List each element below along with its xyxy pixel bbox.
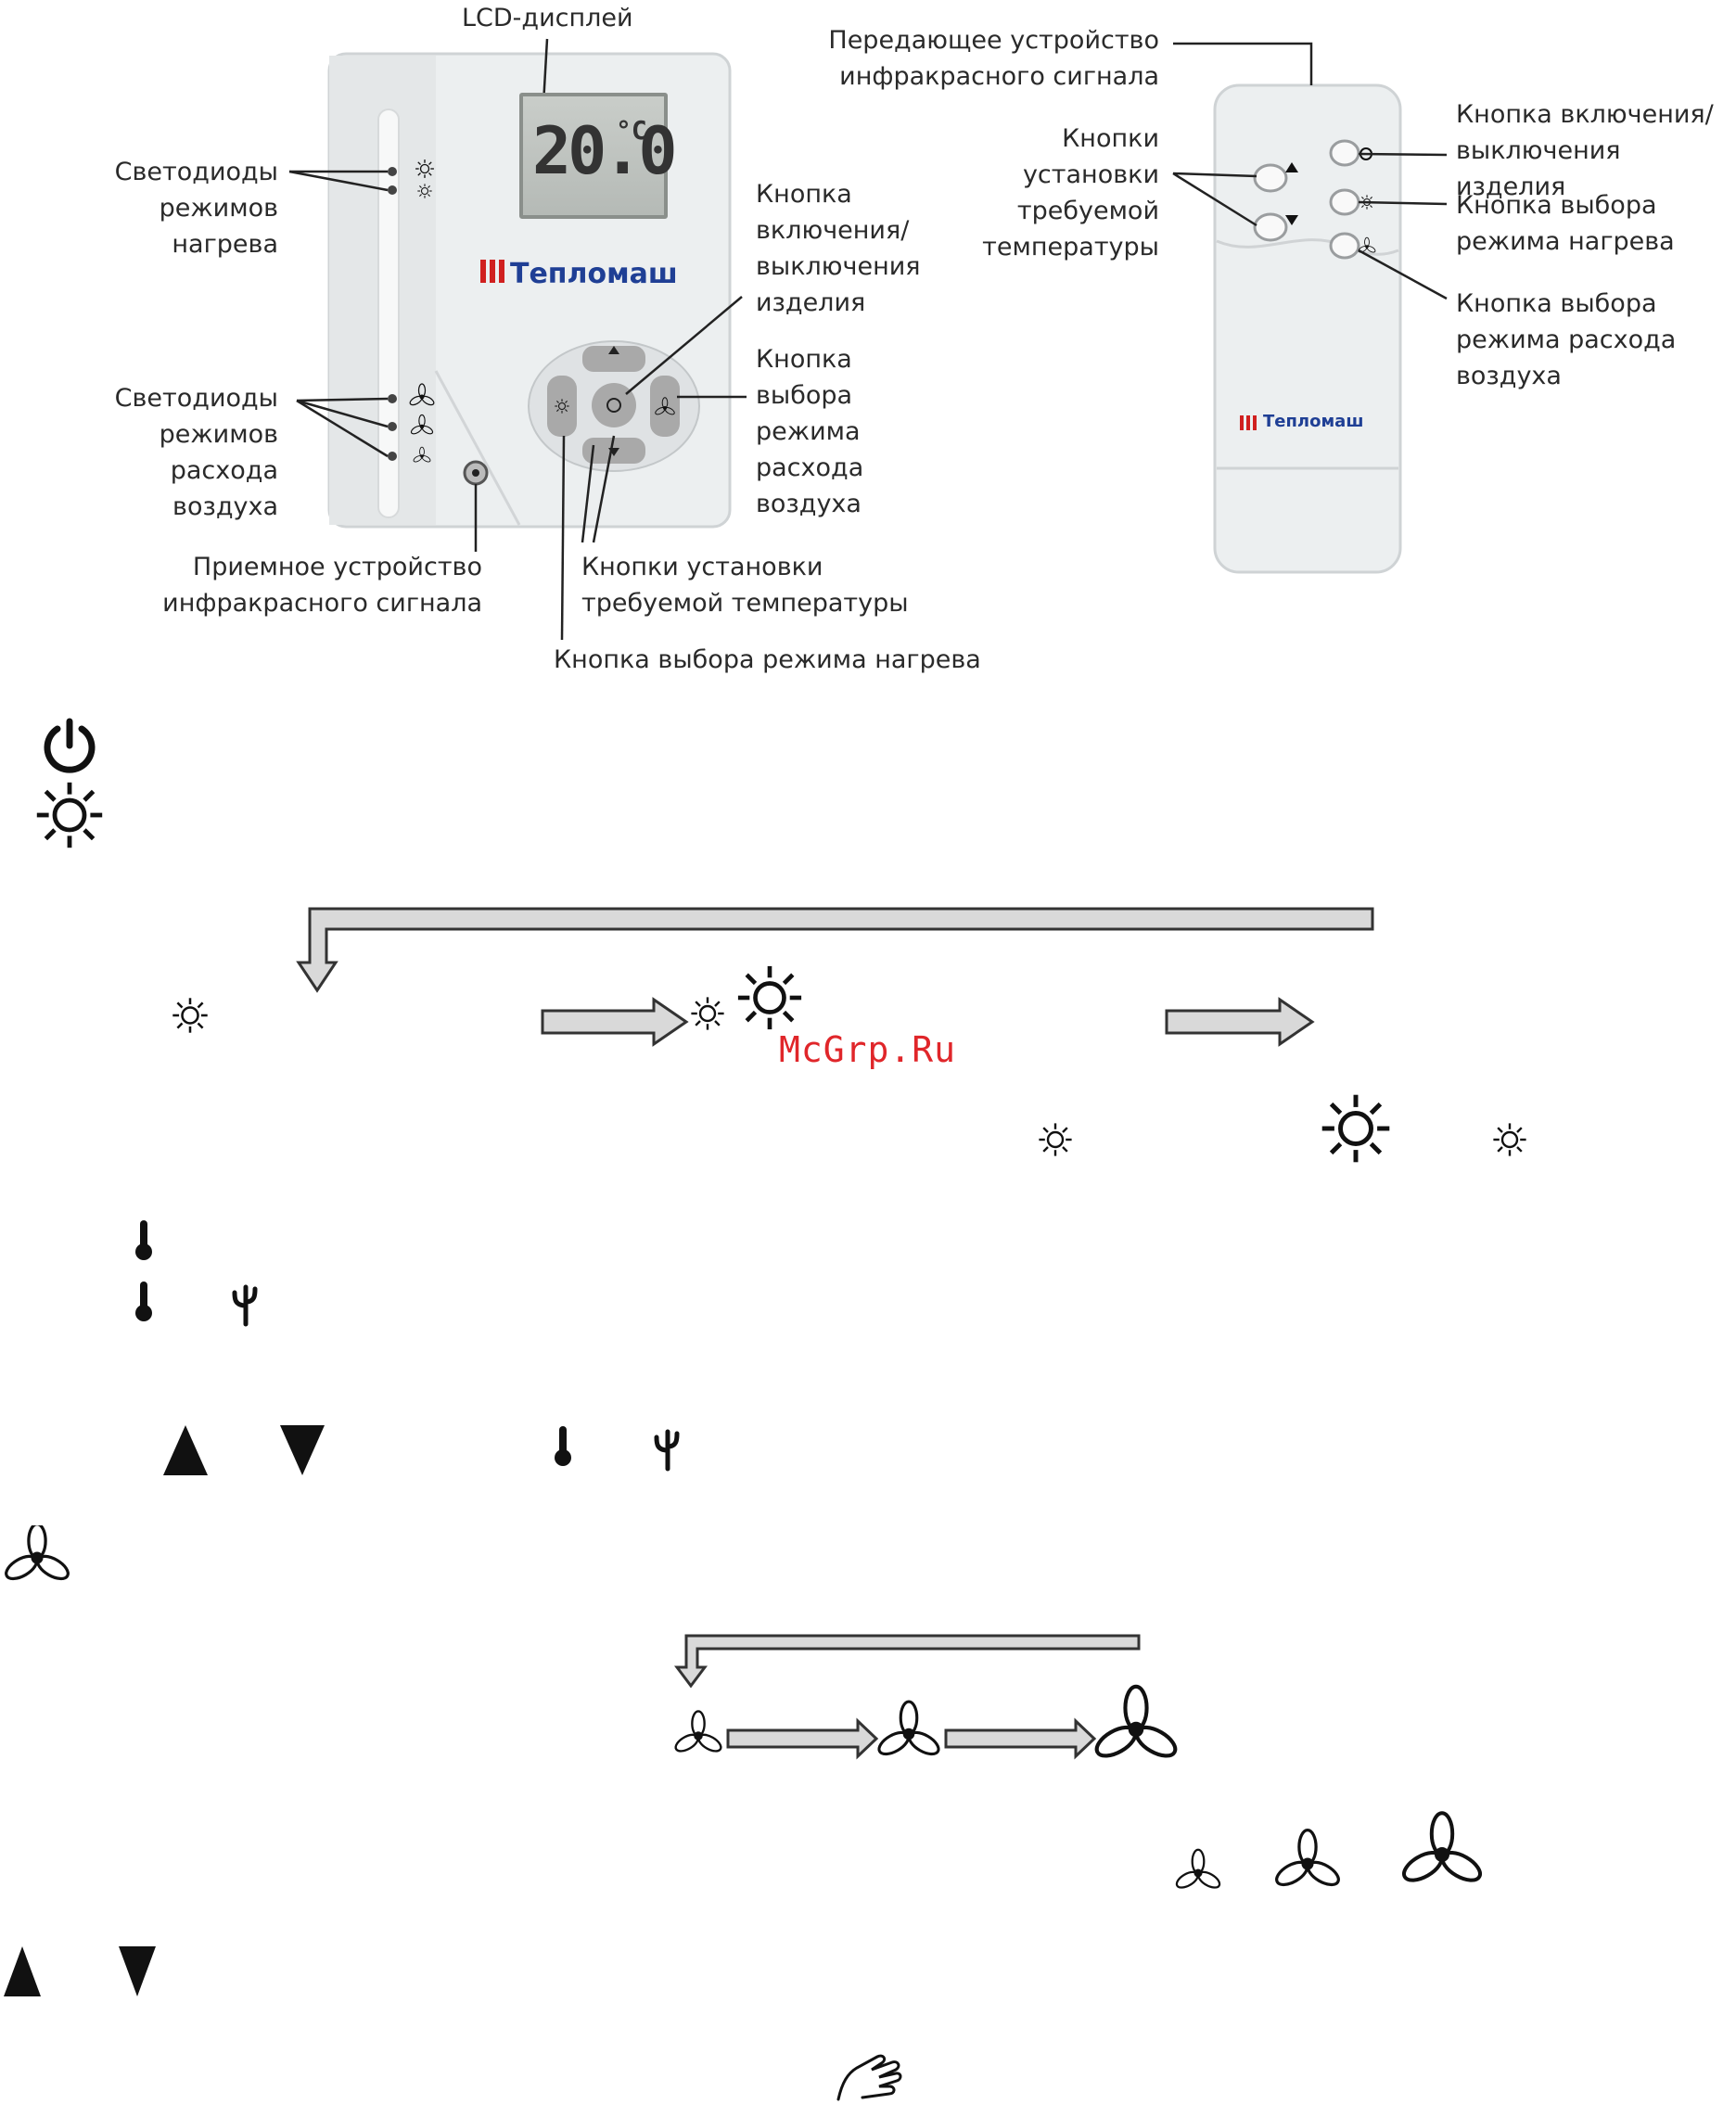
sun-small-icon [1038,1122,1073,1157]
fan-small-icon [1173,1848,1223,1893]
label-air-leds: Светодиоды режимов расхода воздуха [114,384,278,521]
cactus-icon [223,1276,269,1332]
power-icon [44,718,96,773]
thermostat-brand-mark-icon [480,260,504,283]
hand-icon [836,2054,902,2101]
cactus-icon [645,1421,691,1476]
fan-large-icon [1090,1683,1182,1776]
heat-mode-cycle-arrows [296,907,1374,1047]
thermometer-icon [555,1426,571,1466]
label-remote-air-mode-button: Кнопка выбора режима расхода воздуха [1456,289,1677,390]
fan-small-icon [671,1710,725,1756]
fan-large-icon [1396,1808,1488,1901]
remote-panel [1213,83,1402,574]
remote-brand-mark-icon [1240,415,1257,430]
label-temperature-buttons: Кнопки установки требуемой температуры [581,553,909,618]
sun-small-icon [1492,1122,1527,1157]
fan-icon [1,1525,73,1586]
label-remote-heat-mode-button: Кнопка выбора режима нагрева [1456,191,1675,256]
sun-large-icon [1317,1090,1395,1167]
label-ir-transmitter: Передающее устройство инфракрасного сигн… [828,26,1159,91]
lcd-temperature-unit: °C [616,115,647,146]
sun-small-icon [172,997,209,1034]
remote-leader-lines [1172,42,1448,300]
sun-icon [32,777,108,853]
sun-large-icon [733,961,807,1035]
thermometer-icon [135,1282,152,1321]
lcd-display: 20.0 °C [519,93,678,219]
label-power-button: Кнопка включения/ выключения изделия [756,180,921,317]
up-triangle-icon [4,1946,41,1996]
thermometer-icon [135,1220,152,1260]
fan-medium-icon [874,1700,944,1760]
remote-brand: Тепломаш [1263,412,1364,431]
label-remote-temperature-buttons: Кнопки установки требуемой температуры [982,124,1159,261]
label-remote-power-button: Кнопка включения/ выключения изделия [1456,100,1714,201]
down-triangle-icon [280,1425,325,1475]
thermostat-brand: Тепломаш [510,258,678,290]
label-heat-leds: Светодиоды режимов нагрева [114,158,278,259]
lcd-temperature-value: 20.0 [532,113,678,189]
up-triangle-icon [163,1425,208,1475]
watermark: McGrp.Ru [779,1029,957,1070]
label-heat-mode-button: Кнопка выбора режима нагрева [554,645,981,674]
label-ir-receiver: Приемное устройство инфракрасного сигнал… [162,553,482,618]
fan-medium-icon [1271,1828,1344,1892]
label-lcd-display: LCD-дисплей [462,4,633,32]
sun-small-icon [690,996,725,1031]
label-air-mode-button: Кнопка выбора режима расхода воздуха [756,345,864,518]
down-triangle-icon [119,1946,156,1996]
